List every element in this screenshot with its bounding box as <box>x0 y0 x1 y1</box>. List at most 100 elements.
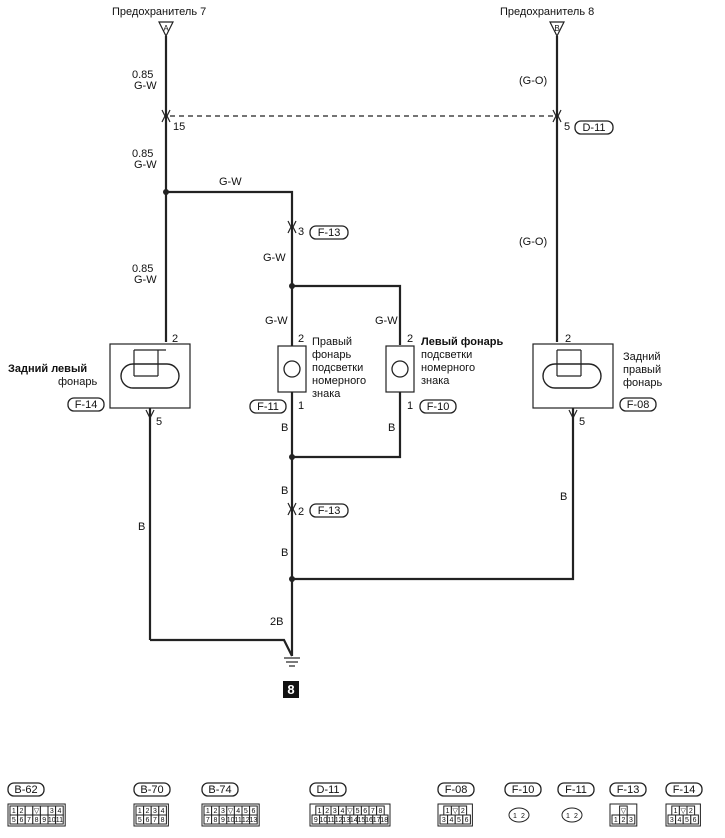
connector-pin-number: 2 <box>689 808 693 815</box>
plate-left-name-1: Левый фонарь <box>421 336 503 348</box>
connector-pin-number: 3 <box>221 808 225 815</box>
connector-pin-number: 1 <box>446 808 450 815</box>
connector-pin-number: 8 <box>213 817 217 824</box>
connector-view-label: B-70 <box>140 784 163 796</box>
pin-right-lamp-out: 5 <box>579 416 585 428</box>
pin-d11-left: 15 <box>173 121 185 133</box>
connector-pin-number: 6 <box>145 817 149 824</box>
connector-pin-number: 4 <box>236 808 240 815</box>
connector-pin-number: 2 <box>145 808 149 815</box>
connector-pin-number: 10 <box>227 817 235 824</box>
connector-pin-number: 2 <box>461 808 465 815</box>
fuse8-pin: B <box>554 24 559 33</box>
connector-pin-number: 8 <box>35 817 39 824</box>
plate-right-name-1: Правый <box>312 336 352 348</box>
connector-arrow-icon <box>145 409 155 420</box>
wire-b-right: B <box>560 491 567 503</box>
svg-text:F-13: F-13 <box>318 227 341 239</box>
pin-right-lamp-in: 2 <box>565 333 571 345</box>
svg-text:D-11: D-11 <box>582 122 605 134</box>
connector-pin-number: 6 <box>693 817 697 824</box>
fuse8-terminal-icon <box>549 21 565 38</box>
connector-pin-number: 2 <box>19 808 23 815</box>
connector-view-label: F-08 <box>445 784 468 796</box>
pin-f13-bottom: 2 <box>298 506 304 518</box>
rear-right-name-2: правый <box>623 364 661 376</box>
connector-pin-number: ▽ <box>228 808 234 815</box>
plate-right-bulb-icon <box>283 360 301 378</box>
wire-left-mid-gauge: 0.85 <box>132 148 153 160</box>
pin-plate-left-out: 1 <box>407 400 413 412</box>
connector-arrow-icon <box>287 220 297 231</box>
connector-pin-number: 1 <box>614 817 618 824</box>
plate-right-name-5: знака <box>312 388 341 400</box>
rear-left-name-1: Задний левый <box>8 363 87 375</box>
connector-pin-number: 6 <box>465 817 469 824</box>
wire-right-top-color: (G-O) <box>519 75 547 87</box>
connector-pin-number: 6 <box>251 808 255 815</box>
connector-pin-number: ▽ <box>34 808 40 815</box>
connector-pin-number: 5 <box>12 817 16 824</box>
connector-tag-d11: D-11 <box>574 120 614 135</box>
connector-pin-number: 10 <box>48 817 56 824</box>
plate-left-name-2: подсветки <box>421 349 472 361</box>
wire-b-left: B <box>138 521 145 533</box>
connector-arrow-icon <box>161 112 171 123</box>
connector-view-label: B-62 <box>14 784 37 796</box>
connector-pin-number: 1 <box>566 813 570 820</box>
connector-pin-number: ▽ <box>347 808 353 815</box>
connector-pin-number: 8 <box>378 808 382 815</box>
connector-view-label: F-14 <box>673 784 696 796</box>
pin-f13-top: 3 <box>298 226 304 238</box>
connector-view-label: F-13 <box>617 784 640 796</box>
plate-right-name-2: фонарь <box>312 349 351 361</box>
plate-left-feed-wire <box>292 284 402 345</box>
svg-text:F-14: F-14 <box>75 399 98 411</box>
connector-pin-number: 3 <box>670 817 674 824</box>
wire-b-2: B <box>388 422 395 434</box>
wire-center-down-color: G-W <box>263 252 286 264</box>
connector-pin-number: 12 <box>242 817 250 824</box>
connector-view-label: F-10 <box>512 784 535 796</box>
connector-pin-number: 3 <box>50 808 54 815</box>
wire-ground-2b: 2B <box>270 616 283 628</box>
pin-plate-left-in: 2 <box>407 333 413 345</box>
rear-right-name-3: фонарь <box>623 377 662 389</box>
connector-arrow-icon <box>161 109 171 120</box>
connector-pin-number: 7 <box>153 817 157 824</box>
rear-left-name-2: фонарь <box>58 376 97 388</box>
plate-left-return-wire <box>292 392 402 459</box>
connector-pin-number: 9 <box>314 817 318 824</box>
connector-pin-number: 2 <box>521 813 525 820</box>
connector-pin-number: 11 <box>235 817 242 824</box>
connector-pin-number: 4 <box>57 808 61 815</box>
connector-pin-number: 12 <box>335 817 343 824</box>
connector-pin-number: 2 <box>325 808 329 815</box>
connector-pin-number: 1 <box>318 808 322 815</box>
connector-tag-f13-bottom: F-13 <box>309 503 349 518</box>
wire-b-4: B <box>281 547 288 559</box>
wire-b-3: B <box>281 485 288 497</box>
cross-wire <box>166 190 294 232</box>
pin-left-lamp-in: 2 <box>172 333 178 345</box>
plate-left-bulb-icon <box>391 360 409 378</box>
wire-left-low-color: G-W <box>134 274 157 286</box>
wire-b-1: B <box>281 422 288 434</box>
connector-arrow-icon <box>287 502 297 513</box>
connector-pin-number: 5 <box>244 808 248 815</box>
connector-pin-number: 5 <box>457 817 461 824</box>
connector-tag-f10: F-10 <box>419 399 457 414</box>
connector-view-label: B-74 <box>208 784 231 796</box>
connector-pin-number: 2 <box>574 813 578 820</box>
wire-plate-right-feed-color: G-W <box>265 315 288 327</box>
connector-pin-number: 6 <box>19 817 23 824</box>
connector-pin-number: 17 <box>373 817 381 824</box>
